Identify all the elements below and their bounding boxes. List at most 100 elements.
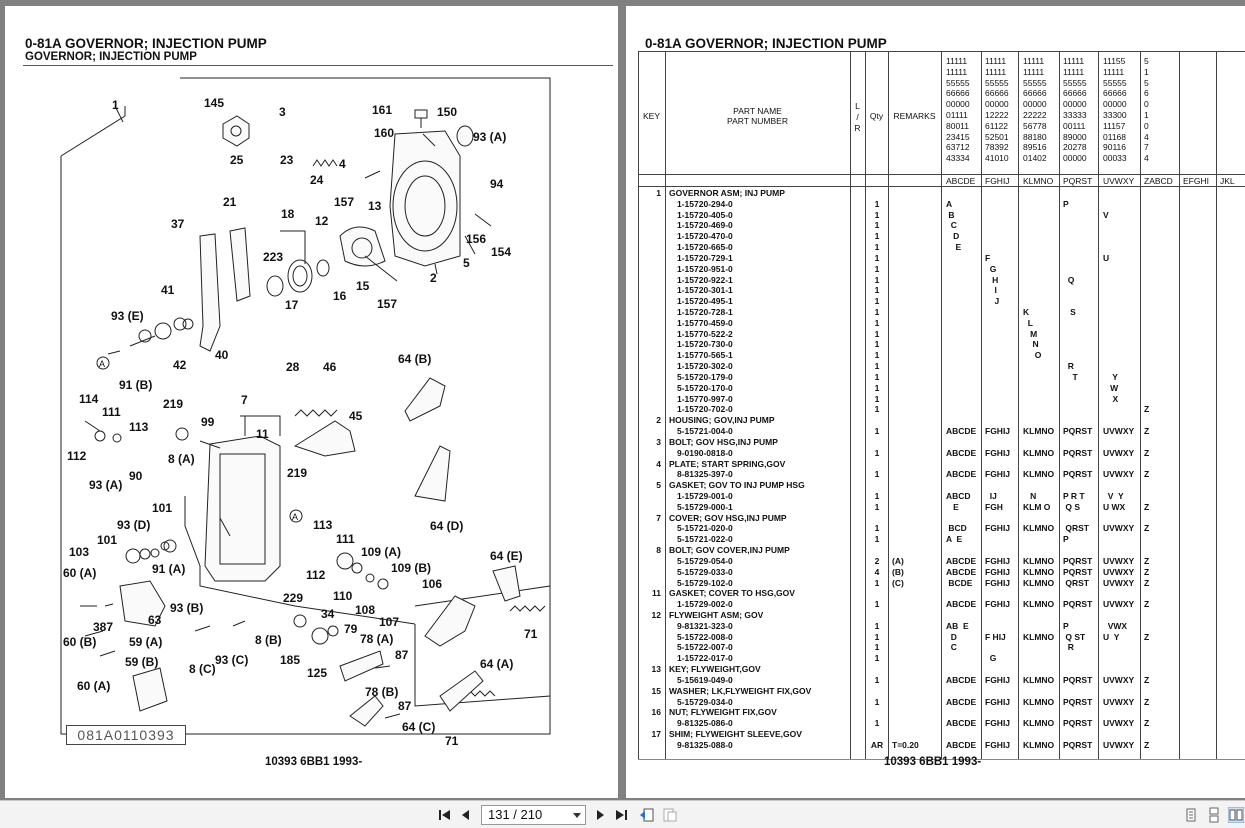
page-indicator: 131 / 210 [488, 807, 543, 822]
row-part: HOUSING; GOV,INJ PUMP [669, 415, 775, 426]
row-code: P [1063, 620, 1069, 631]
svg-text:78 (A): 78 (A) [360, 632, 393, 646]
row-code: Z [1144, 426, 1150, 437]
header-lr-slash: / [856, 112, 859, 122]
group-label: KLMNO [1023, 176, 1054, 186]
row-qty: 1 [874, 296, 880, 307]
row-qty: 1 [874, 426, 880, 437]
row-code: D [946, 631, 957, 642]
row-code: ABCDE [946, 566, 977, 577]
row-qty: AR [870, 739, 884, 750]
row-part: NUT; FLYWEIGHT FIX,GOV [669, 707, 777, 718]
svg-text:5: 5 [463, 256, 470, 270]
svg-text:111: 111 [102, 405, 121, 419]
svg-text:2: 2 [430, 271, 437, 285]
row-code: A E [946, 534, 963, 545]
svg-text:99: 99 [201, 415, 215, 429]
two-page-view-icon[interactable] [1228, 807, 1244, 823]
row-code: UVWXY [1103, 696, 1135, 707]
row-qty: 1 [874, 404, 880, 415]
row-qty: 2 [874, 555, 880, 566]
svg-text:156: 156 [466, 232, 486, 246]
row-code: FGHIJ [985, 599, 1011, 610]
row-part: 1-15720-702-0 [677, 404, 733, 415]
row-code: I [985, 285, 997, 296]
row-part: 9-0190-0818-0 [677, 447, 733, 458]
go-forward-view-icon[interactable] [662, 807, 678, 823]
page-number-select[interactable]: 131 / 210 [481, 805, 586, 825]
svg-text:157: 157 [377, 297, 397, 311]
row-qty: 1 [874, 198, 880, 209]
row-key: 5 [656, 480, 661, 491]
row-code: KLMNO [1023, 469, 1055, 480]
svg-text:45: 45 [349, 409, 363, 423]
row-code: Z [1144, 696, 1150, 707]
row-part: 1-15720-729-1 [677, 252, 733, 263]
svg-text:63: 63 [148, 613, 162, 627]
svg-text:93 (B): 93 (B) [170, 601, 203, 615]
row-code: UVWXY [1103, 718, 1135, 729]
row-qty: 1 [874, 339, 880, 350]
row-code: C [946, 220, 957, 231]
row-code: FGHIJ [985, 739, 1011, 750]
row-qty: 1 [874, 501, 880, 512]
svg-text:23: 23 [280, 153, 294, 167]
row-part: 5-15729-102-0 [677, 577, 733, 588]
row-code: Z [1144, 501, 1150, 512]
svg-text:21: 21 [223, 195, 237, 209]
viewer-toolbar: 131 / 210 [0, 800, 1245, 828]
row-code: PQRST [1063, 674, 1093, 685]
next-page-icon[interactable] [592, 807, 608, 823]
row-qty: 1 [874, 447, 880, 458]
last-page-icon[interactable] [613, 807, 629, 823]
svg-text:113: 113 [129, 420, 149, 434]
row-qty: 1 [874, 382, 880, 393]
row-qty: 1 [874, 317, 880, 328]
row-key: 4 [656, 458, 661, 469]
svg-text:4: 4 [339, 157, 346, 171]
row-part: BOLT; GOV HSG,INJ PUMP [669, 436, 778, 447]
row-code: KLMNO [1023, 599, 1055, 610]
row-code: F HIJ [985, 631, 1006, 642]
row-code: Z [1144, 555, 1150, 566]
svg-text:46: 46 [323, 360, 337, 374]
svg-text:3: 3 [279, 105, 286, 119]
single-page-view-icon[interactable] [1183, 807, 1199, 823]
svg-text:8 (C): 8 (C) [189, 662, 216, 676]
row-qty: 1 [874, 393, 880, 404]
row-part: 1-15770-522-2 [677, 328, 733, 339]
row-code: N [1023, 490, 1037, 501]
row-code: KLM O [1023, 501, 1051, 512]
previous-page-icon[interactable] [458, 807, 474, 823]
row-part: 5-15721-004-0 [677, 426, 733, 437]
row-code: KLMNO [1023, 739, 1055, 750]
row-code: U WX [1103, 501, 1126, 512]
page-title: 0-81A GOVERNOR; INJECTION PUMP [25, 36, 267, 51]
first-page-icon[interactable] [437, 807, 453, 823]
row-code: KLMNO [1023, 631, 1055, 642]
row-part: 1-15729-001-0 [677, 490, 733, 501]
continuous-view-icon[interactable] [1206, 807, 1222, 823]
code-column: 11111 11111 55555 66666 00000 33333 0011… [1063, 56, 1087, 164]
code-column: 11111 11111 55555 66666 00000 22222 5677… [1023, 56, 1047, 164]
row-code: KLMNO [1023, 447, 1055, 458]
go-back-view-icon[interactable] [639, 807, 655, 823]
svg-text:37: 37 [171, 217, 185, 231]
row-code: X [1103, 393, 1119, 404]
page-title: 0-81A GOVERNOR; INJECTION PUMP [645, 36, 887, 51]
svg-text:42: 42 [173, 358, 187, 372]
row-code: F [985, 252, 991, 263]
